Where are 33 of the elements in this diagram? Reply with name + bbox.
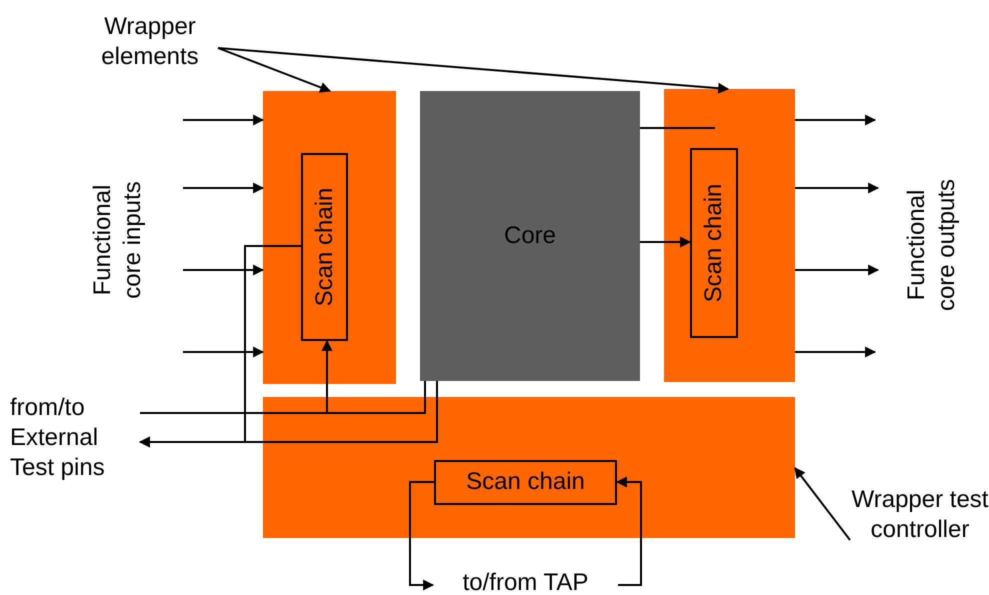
- arrow: [183, 264, 264, 276]
- scan-chain-box: [301, 153, 348, 341]
- arrow: [795, 264, 880, 276]
- label-text: Wrapper test controller: [850, 485, 989, 545]
- arrow: [183, 182, 264, 194]
- leader-arrow: [218, 47, 332, 93]
- wrapper-element-block: [263, 91, 396, 384]
- scan-chain-box: [434, 460, 617, 505]
- wrapper-test-controller-block: [263, 397, 795, 538]
- arrow: [616, 476, 642, 586]
- arrow: [640, 236, 692, 248]
- arrow: [795, 346, 876, 358]
- label-text: Functional core outputs: [902, 178, 961, 314]
- label-text: to/from TAP: [462, 568, 590, 595]
- scan-chain-label: Scan chain: [465, 467, 586, 497]
- label-text: Wrapper elements: [100, 12, 200, 72]
- arrow: [795, 114, 876, 126]
- scan-chain-label: Scan chain: [699, 184, 728, 302]
- leader-arrow: [794, 467, 851, 541]
- arrow: [183, 114, 264, 126]
- core-block: [420, 91, 640, 381]
- scan-chain-box: [690, 148, 738, 338]
- label-text: from/to External Test pins: [10, 393, 106, 483]
- arrow: [795, 182, 880, 194]
- leader-arrow: [218, 47, 730, 94]
- wrapper-element-block: [664, 89, 795, 382]
- label-text: Functional core inputs: [88, 180, 147, 301]
- core-label: Core: [504, 222, 556, 250]
- arrow: [409, 481, 434, 590]
- arrow: [138, 245, 301, 448]
- scan-chain-label: Scan chain: [310, 188, 338, 306]
- arrow: [183, 346, 264, 358]
- connector-line: [640, 127, 716, 129]
